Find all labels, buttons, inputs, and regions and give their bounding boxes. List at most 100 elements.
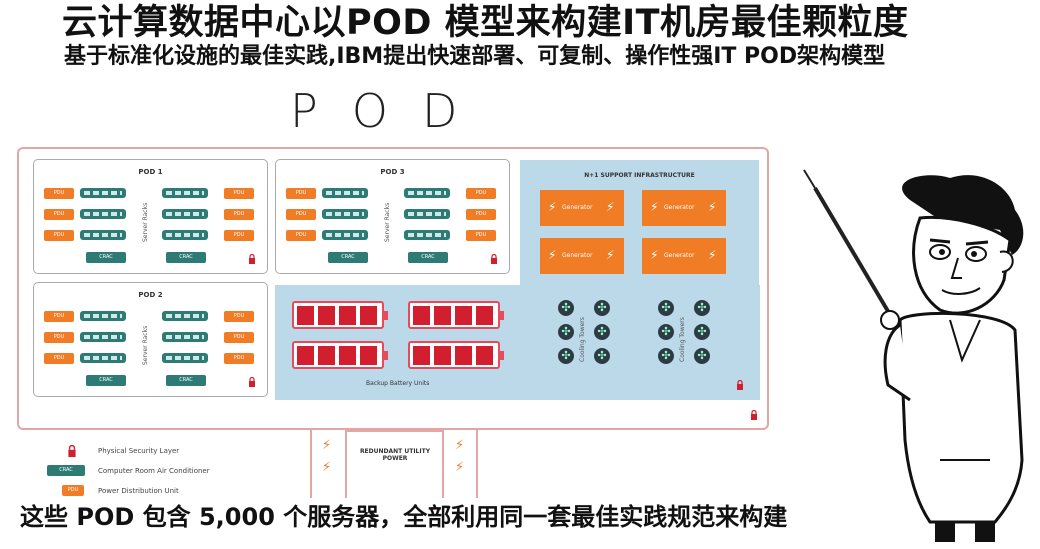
- bolt-icon: ⚡: [606, 248, 615, 262]
- lock-icon: [491, 254, 497, 264]
- crac-unit: CRAC: [408, 252, 448, 263]
- server-rack: [162, 230, 208, 240]
- pdu-badge: PDU: [44, 230, 74, 241]
- lock-icon: [68, 445, 76, 457]
- fan-icon: ✣: [558, 348, 574, 364]
- bolt-icon: ⚡: [548, 248, 557, 262]
- pdu-badge: PDU: [224, 230, 254, 241]
- fan-icon: ✣: [558, 300, 574, 316]
- server-rack: [404, 230, 450, 240]
- bolt-icon: ⚡: [650, 200, 659, 214]
- fan-icon: ✣: [594, 300, 610, 316]
- server-rack: [80, 209, 126, 219]
- pdu-badge: PDU: [224, 209, 254, 220]
- fan-icon: ✣: [594, 348, 610, 364]
- pdu-badge: PDU: [466, 230, 496, 241]
- crac-unit: CRAC: [166, 375, 206, 386]
- fan-icon: ✣: [694, 300, 710, 316]
- pod-3: POD 3 PDU PDU PDU Server Racks PDU PDU P…: [275, 159, 510, 274]
- fan-icon: ✣: [694, 324, 710, 340]
- fan-icon: ✣: [694, 348, 710, 364]
- fan-icon: ✣: [658, 324, 674, 340]
- generator: ⚡ Generator ⚡: [642, 190, 726, 226]
- battery-unit: [292, 341, 388, 369]
- lock-icon: [751, 410, 757, 420]
- generator-label: Generator: [562, 252, 593, 259]
- server-racks-label: Server Racks: [142, 202, 149, 242]
- bolt-icon: ⚡: [322, 460, 332, 475]
- pdu-badge: PDU: [286, 188, 316, 199]
- pdu-badge: PDU: [44, 353, 74, 364]
- fan-icon: ✣: [658, 300, 674, 316]
- lock-icon: [249, 254, 255, 264]
- utility-wall: [345, 430, 347, 498]
- datacenter-frame: [17, 147, 769, 430]
- pdu-badge: PDU: [286, 230, 316, 241]
- support-title: N+1 SUPPORT INFRASTRUCTURE: [584, 172, 695, 179]
- pdu-badge: PDU: [44, 311, 74, 322]
- cooling-label: Cooling Towers: [579, 317, 586, 362]
- utility-wall: [345, 430, 444, 432]
- crac-unit: CRAC: [328, 252, 368, 263]
- battery-unit: [408, 301, 504, 329]
- cooling-label: Cooling Towers: [679, 317, 686, 362]
- server-rack: [80, 311, 126, 321]
- generator: ⚡ Generator ⚡: [540, 238, 624, 274]
- server-rack: [322, 188, 368, 198]
- utility-power-label: REDUNDANT UTILITY POWER: [359, 448, 431, 462]
- bolt-icon: ⚡: [455, 460, 465, 475]
- pod-2: POD 2 PDU PDU PDU Server Racks PDU PDU P…: [33, 282, 268, 397]
- bolt-icon: ⚡: [708, 248, 717, 262]
- pdu-badge: PDU: [224, 353, 254, 364]
- battery-unit: [292, 301, 388, 329]
- pdu-badge: PDU: [286, 209, 316, 220]
- slide-title: 云计算数据中心以POD 模型来构建IT机房最佳颗粒度: [62, 3, 909, 43]
- bolt-icon: ⚡: [606, 200, 615, 214]
- pdu-badge: PDU: [466, 209, 496, 220]
- server-rack: [80, 353, 126, 363]
- server-rack: [162, 188, 208, 198]
- utility-wall: [476, 430, 478, 498]
- utility-wall: [442, 430, 444, 498]
- fan-icon: ✣: [558, 324, 574, 340]
- pdu-badge: PDU: [44, 209, 74, 220]
- fan-icon: ✣: [658, 348, 674, 364]
- bolt-icon: ⚡: [455, 438, 465, 453]
- footer-caption: 这些 POD 包含 5,000 个服务器，全部利用同一套最佳实践规范来构建: [20, 503, 788, 531]
- server-rack: [162, 311, 208, 321]
- bolt-icon: ⚡: [322, 438, 332, 453]
- crac-unit: CRAC: [166, 252, 206, 263]
- crac-icon: CRAC: [47, 465, 85, 476]
- server-rack: [80, 188, 126, 198]
- server-racks-label: Server Racks: [142, 325, 149, 365]
- pod-heading: POD: [290, 84, 492, 138]
- battery-label: Backup Battery Units: [366, 380, 430, 387]
- pdu-badge: PDU: [224, 332, 254, 343]
- pod-title: POD 3: [380, 168, 405, 176]
- legend-security-label: Physical Security Layer: [98, 447, 180, 455]
- battery-unit: [408, 341, 504, 369]
- server-rack: [322, 230, 368, 240]
- bolt-icon: ⚡: [650, 248, 659, 262]
- server-rack: [162, 209, 208, 219]
- server-rack: [404, 209, 450, 219]
- pdu-badge: PDU: [44, 332, 74, 343]
- generator-label: Generator: [664, 204, 695, 211]
- lock-icon: [737, 380, 743, 390]
- generator-label: Generator: [562, 204, 593, 211]
- bolt-icon: ⚡: [708, 200, 717, 214]
- lock-icon: [249, 377, 255, 387]
- server-rack: [404, 188, 450, 198]
- pdu-icon: PDU: [62, 485, 84, 496]
- server-rack: [80, 332, 126, 342]
- crac-unit: CRAC: [86, 375, 126, 386]
- legend-pdu-label: Power Distribution Unit: [98, 487, 179, 495]
- server-rack: [80, 230, 126, 240]
- pod-1: POD 1 PDU PDU PDU Server Racks PDU PDU P…: [33, 159, 268, 274]
- professor-illustration: [803, 169, 1024, 542]
- generator: ⚡Generator⚡: [540, 190, 624, 226]
- pdu-badge: PDU: [224, 311, 254, 322]
- utility-wall: [310, 430, 312, 498]
- crac-unit: CRAC: [86, 252, 126, 263]
- fan-icon: ✣: [594, 324, 610, 340]
